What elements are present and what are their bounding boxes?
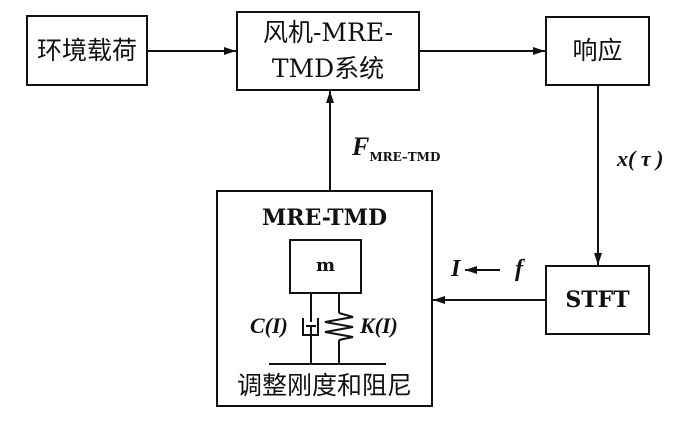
force-subscript: MRE–TMD [369, 150, 441, 164]
mre-tmd-title: MRE-TMD [261, 205, 388, 231]
force-label: FMRE–TMD [352, 132, 440, 164]
damping-label: C(I) [250, 313, 288, 338]
response-label: 响应 [572, 36, 623, 65]
force-symbol: F [352, 132, 370, 161]
adjust-label: 调整刚度和阻尼 [236, 371, 412, 400]
stiffness-label: K(I) [360, 313, 398, 338]
environment-load-block: 环境载荷 [26, 15, 148, 86]
mass-block [289, 239, 362, 294]
system-label-line1: 风机-MRE- [262, 18, 394, 47]
response-block: 响应 [545, 16, 650, 86]
system-label-line2: TMD系统 [271, 54, 385, 83]
environment-load-label: 环境载荷 [36, 35, 137, 65]
current-label: I [451, 256, 461, 282]
damper-icon [302, 293, 319, 364]
mre-tmd-block [216, 190, 433, 407]
stft-block: STFT [545, 265, 650, 335]
stft-label: STFT [565, 287, 630, 313]
frequency-label: f [515, 256, 523, 282]
mass-label: m [315, 255, 336, 276]
wind-turbine-system-block: 风机-MRE- TMD系统 [236, 11, 420, 91]
spring-icon [324, 293, 354, 364]
signal-label: x( τ ) [617, 146, 664, 171]
